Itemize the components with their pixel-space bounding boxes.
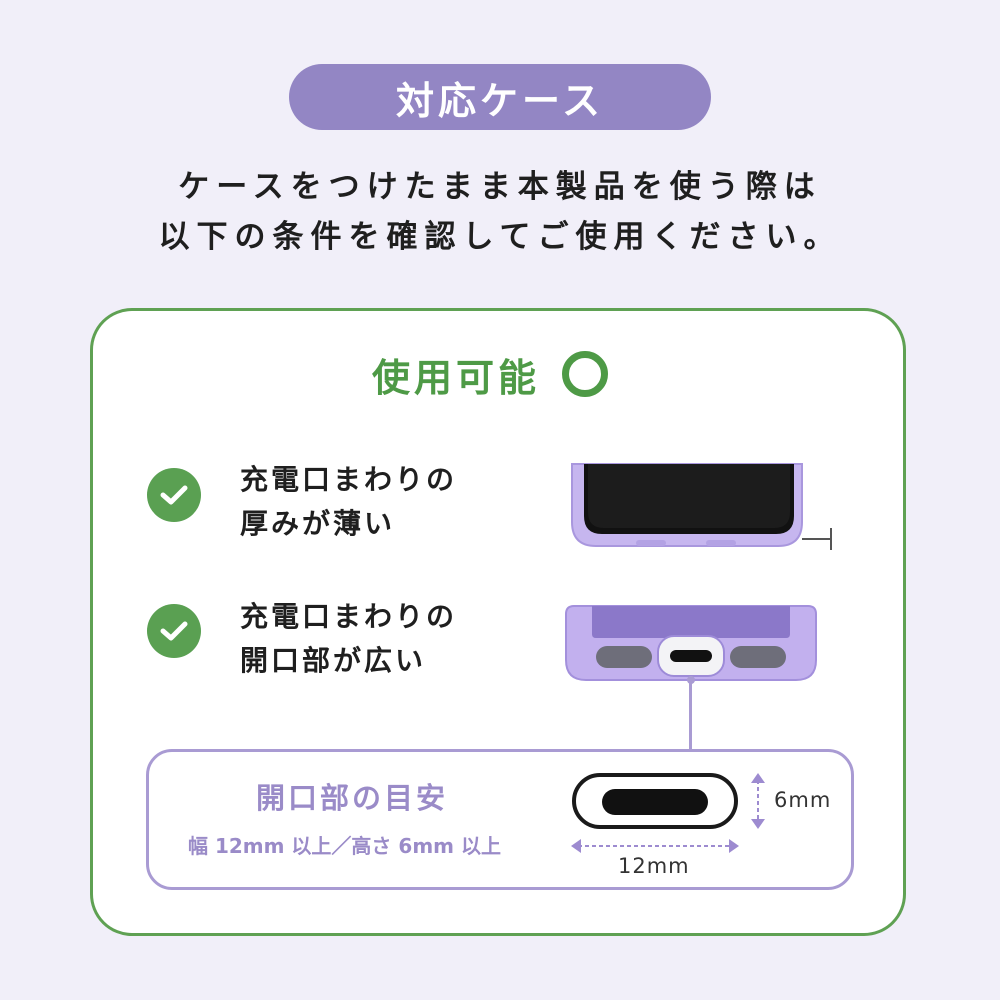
title-pill: 対応ケース <box>289 64 711 130</box>
phone-thin-case-image <box>571 463 832 550</box>
check-icon <box>147 604 201 658</box>
height-label: 6mm <box>774 788 832 812</box>
height-arrow-icon <box>751 773 765 829</box>
intro-text: ケースをつけたまま本製品を使う際は 以下の条件を確認してご使用ください。 <box>0 162 1000 262</box>
intro-line-1: ケースをつけたまま本製品を使う際は <box>178 169 822 205</box>
usable-heading-text: 使用可能 <box>372 355 541 400</box>
usable-heading: 使用可能 <box>372 342 609 406</box>
opening-guide-box <box>146 749 854 890</box>
check-icon <box>147 468 201 522</box>
page-title: 対応ケース <box>395 78 605 123</box>
circle-ok-icon <box>562 351 609 397</box>
opening-guide-title: 開口部の目安 <box>256 781 449 815</box>
connector-line <box>689 678 692 750</box>
intro-line-2: 以下の条件を確認してご使用ください。 <box>158 219 842 255</box>
width-label: 12mm <box>618 854 690 878</box>
phone-wide-opening-image <box>565 605 817 684</box>
port-slot <box>602 789 708 815</box>
width-arrow-icon <box>571 839 739 853</box>
condition-thin-text: 充電口まわりの 厚みが薄い <box>240 463 458 540</box>
condition-wide-opening-text: 充電口まわりの 開口部が広い <box>240 600 458 677</box>
opening-guide-description: 幅 12mm 以上／高さ 6mm 以上 <box>188 834 501 858</box>
